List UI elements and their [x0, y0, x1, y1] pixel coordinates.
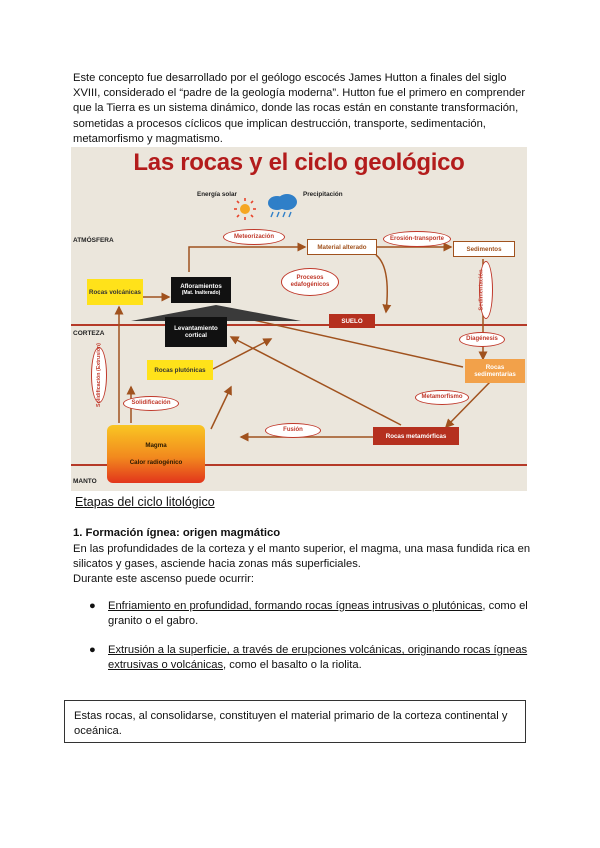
rock-cycle-diagram: Las rocas y el ciclo geológico Energía s…: [71, 147, 527, 491]
bullet2-underlined-line2: extrusivas o volcánicas: [108, 659, 224, 672]
summary-line: Estas rocas, al consolidarse, constituye…: [74, 710, 508, 722]
edaphogenic-pill: Procesos edafogénicos: [281, 268, 339, 296]
magma-box: Magma Calor radiogénico: [107, 425, 205, 483]
section1-title: 1. Formación ígnea: origen magmático: [73, 527, 281, 539]
intro-line: XVIII, considerado el “padre de la geolo…: [73, 87, 526, 100]
bullet2-underlined-line1: Extrusión a la superficie, a través de e…: [108, 644, 528, 656]
precipitation-label: Precipitación: [303, 191, 343, 198]
fusion-pill: Fusión: [265, 423, 321, 438]
volcanic-rocks-box: Rocas volcánicas: [87, 279, 143, 305]
solar-energy-label: Energía solar: [197, 191, 237, 198]
soil-box: SUELO: [329, 314, 375, 328]
summary-line: oceánica.: [74, 725, 122, 738]
intro-line: metamorfismo y magmatismo.: [73, 132, 223, 145]
bullet1-rest: , como el: [482, 600, 528, 612]
radiogenic-heat-label: Calor radiogénico: [129, 459, 183, 466]
intro-line: Este concepto fue desarrollado por el ge…: [73, 72, 507, 84]
sun-icon: [234, 198, 256, 220]
erosion-pill: Erosión-transporte: [383, 231, 451, 247]
diagenesis-pill: Diagénesis: [459, 332, 505, 347]
altered-material-box: Material alterado: [307, 239, 377, 255]
diagram-title: Las rocas y el ciclo geológico: [133, 149, 465, 176]
body-line: silicatos y gases, asciende hacia zonas …: [73, 558, 361, 571]
sediments-box: Sedimentos: [453, 241, 515, 257]
outcrops-box: Afloramientos (Mat. Inalterado): [171, 277, 231, 303]
crust-boundary-line: [71, 324, 527, 326]
crust-label: CORTEZA: [73, 330, 105, 337]
mantle-boundary-line: [71, 464, 527, 466]
extrusion-label: Solidificación (Extrusión): [95, 343, 102, 407]
unaltered-material-label: (Mat. Inalterado): [181, 290, 221, 296]
metamorphism-pill: Metamorfismo: [415, 390, 469, 405]
body-line: Durante este ascenso puede ocurrir:: [73, 573, 254, 586]
intro-line: sometidas a procesos cíclicos que implic…: [73, 117, 486, 130]
cortical-uplift-box: Levantamiento cortical: [165, 317, 227, 347]
metamorphic-rocks-box: Rocas metamórficas: [373, 427, 459, 445]
solidification-pill: Solidificación: [123, 396, 179, 411]
magma-label: Magma: [145, 442, 167, 449]
sedimentary-rocks-box: Rocas sedimentarias: [465, 359, 525, 383]
plutonic-rocks-box: Rocas plutónicas: [147, 360, 213, 380]
sedimentation-pill: [479, 261, 493, 319]
rain-cloud-icon: [268, 194, 297, 218]
bullet-dot-icon: ●: [89, 600, 96, 612]
section1-body: En las profundidades de la corteza y el …: [73, 542, 533, 588]
intro-line: que la Tierra es un sistema dinámico, do…: [73, 102, 519, 115]
body-line: En las profundidades de la corteza y el …: [73, 543, 531, 555]
atmosphere-label: ATMÓSFERA: [73, 237, 114, 244]
weathering-pill: Meteorización: [223, 229, 285, 245]
bullet2-rest: , como el basalto o la riolita.: [223, 659, 362, 672]
summary-box: Estas rocas, al consolidarse, constituye…: [64, 700, 526, 743]
bullet1-line2: granito o el gabro.: [108, 615, 199, 628]
extrusion-pill: [91, 347, 107, 403]
bullet1-underlined: Enfriamiento en profundidad, formando ro…: [108, 600, 483, 612]
section-heading: Etapas del ciclo litológico: [75, 495, 215, 509]
bullet-dot-icon: ●: [89, 644, 96, 656]
mantle-label: MANTO: [73, 478, 97, 485]
outcrops-label: Afloramientos: [180, 283, 222, 290]
intro-paragraph: Este concepto fue desarrollado por el ge…: [73, 71, 527, 147]
sedimentation-label: Sedimentación: [478, 269, 485, 311]
